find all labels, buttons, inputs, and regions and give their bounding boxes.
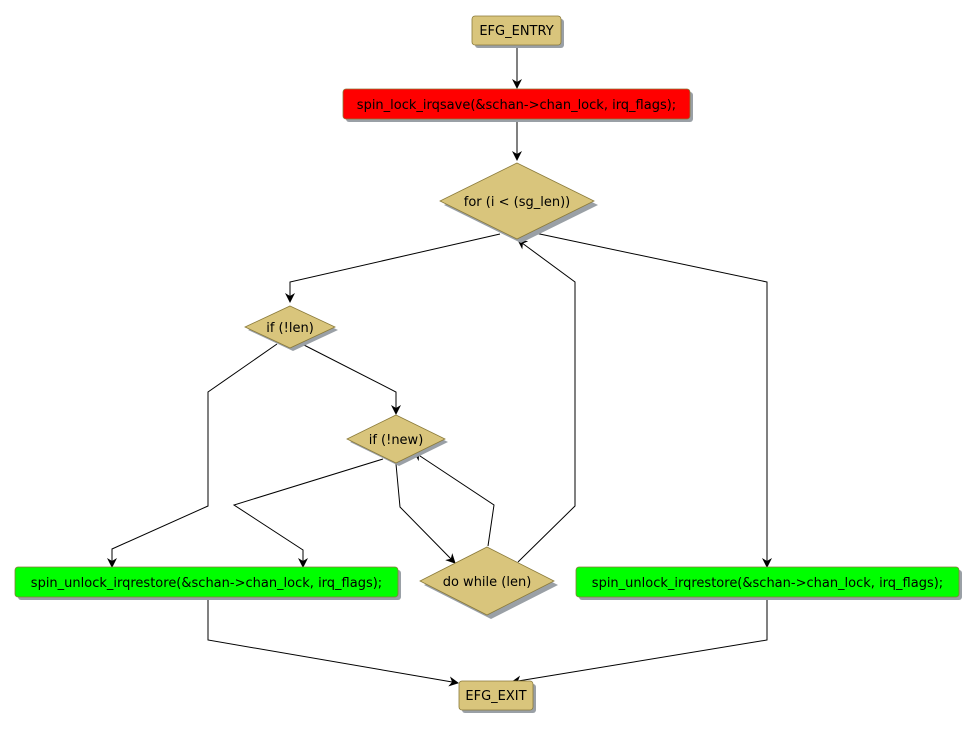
node-unlock-right-label: spin_unlock_irqrestore(&schan->chan_lock… [592, 576, 943, 591]
edge-for-to-unlock-right [534, 232, 772, 568]
node-do-while-diamond [419, 546, 555, 616]
node-exit-box [458, 680, 534, 711]
edge-do-while-to-for [517, 239, 576, 563]
edge-if-new-to-do-while [395, 463, 456, 564]
node-unlock-right-box [575, 566, 960, 598]
node-exit[interactable]: EFG_EXIT [458, 680, 536, 713]
node-if-new-diamond [346, 414, 446, 464]
node-unlock-left-label: spin_unlock_irqrestore(&schan->chan_lock… [31, 576, 382, 591]
node-if-len[interactable]: if (!len) [244, 305, 338, 351]
edges [107, 46, 772, 687]
node-unlock-left-box [14, 566, 399, 598]
edge-if-new-to-unlock-left [232, 458, 384, 568]
node-if-len-label: if (!len) [266, 321, 314, 336]
edge-for-to-if-len [285, 233, 501, 303]
node-if-new-label: if (!new) [369, 433, 424, 448]
edge-if-len-to-if-new [301, 343, 401, 415]
node-unlock-left[interactable]: spin_unlock_irqrestore(&schan->chan_lock… [14, 566, 401, 600]
edge-unlock-right-to-exit [511, 598, 768, 686]
node-lock-label: spin_lock_irqsave(&schan->chan_lock, irq… [357, 98, 676, 113]
node-if-new[interactable]: if (!new) [346, 414, 448, 466]
node-for-loop-label: for (i < (sg_len)) [464, 195, 570, 210]
node-lock-box [342, 88, 691, 120]
node-exit-label: EFG_EXIT [465, 689, 526, 704]
node-entry[interactable]: EFG_ENTRY [471, 15, 564, 48]
node-if-len-diamond [244, 305, 336, 349]
node-do-while[interactable]: do while (len) [419, 546, 558, 619]
node-unlock-right[interactable]: spin_unlock_irqrestore(&schan->chan_lock… [575, 566, 962, 600]
node-entry-box [471, 15, 562, 46]
edge-do-while-to-if-new [413, 451, 495, 547]
node-for-loop[interactable]: for (i < (sg_len)) [439, 162, 598, 243]
node-for-loop-diamond [439, 162, 595, 240]
node-do-while-label: do while (len) [443, 575, 532, 590]
edge-if-len-to-unlock-left [107, 343, 278, 568]
edge-unlock-left-to-exit [207, 598, 459, 687]
node-lock[interactable]: spin_lock_irqsave(&schan->chan_lock, irq… [342, 88, 693, 122]
node-entry-label: EFG_ENTRY [479, 24, 553, 39]
